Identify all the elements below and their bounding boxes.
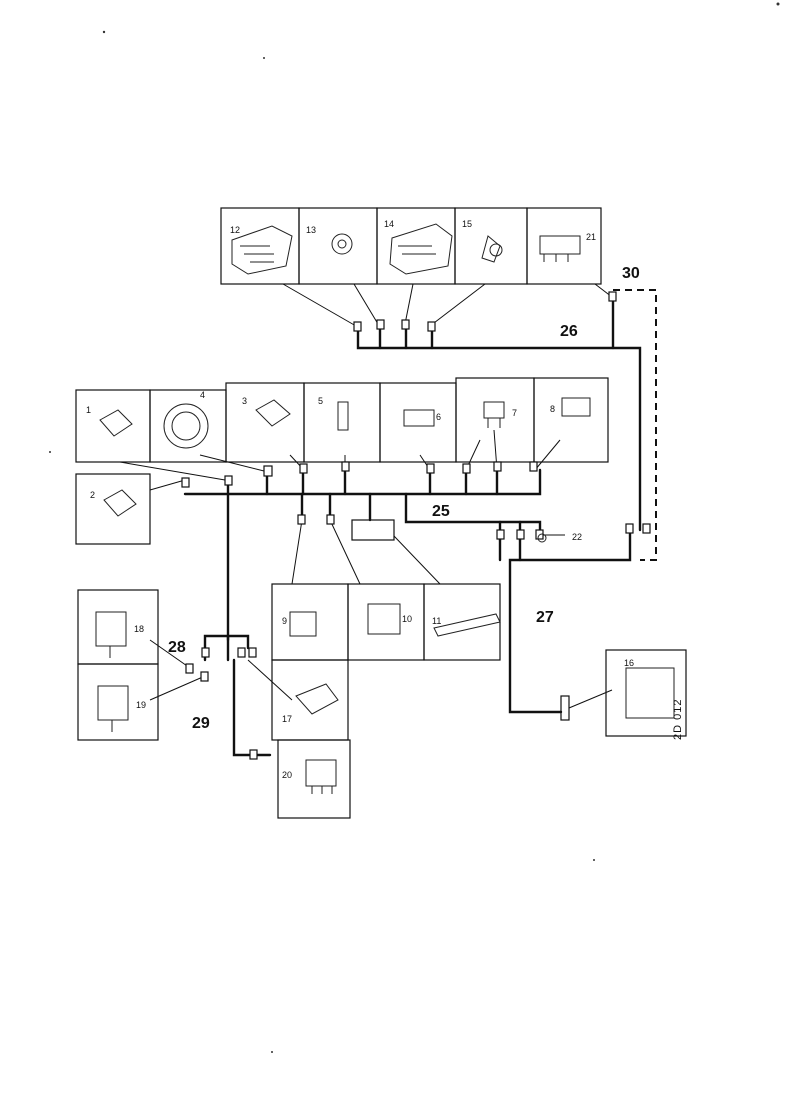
component-box-2: [75, 473, 151, 545]
label-c9: 9: [282, 616, 287, 626]
junction-box: [351, 519, 395, 541]
sensor-icon: [481, 235, 501, 263]
label-c18: 18: [134, 624, 144, 634]
harness-labels: 26 25 27 28 29 30: [168, 265, 640, 732]
harness-label-25: 25: [432, 503, 450, 520]
label-c22: 22: [572, 532, 582, 542]
label-c6: 6: [436, 412, 441, 422]
component-box-19: [77, 663, 159, 741]
label-c2: 2: [90, 490, 95, 500]
fuse-icon: [337, 401, 349, 431]
connector-plugs: [181, 291, 651, 760]
rocker-switch-icon: [103, 489, 137, 517]
relay-icon: [305, 759, 337, 787]
sensor-icon: [331, 233, 353, 255]
label-c1: 1: [86, 405, 91, 415]
component-box-6: [379, 382, 457, 463]
scan-specks: [49, 2, 780, 1053]
harness-label-27: 27: [536, 609, 554, 626]
label-c10: 10: [402, 614, 412, 624]
label-c19: 19: [136, 700, 146, 710]
label-c15: 15: [462, 219, 472, 229]
component-box-1: [75, 389, 151, 463]
label-c3: 3: [242, 396, 247, 406]
relay-icon: [561, 397, 591, 417]
component-box-20: [277, 739, 351, 819]
solenoid-icon: [95, 611, 127, 647]
valve-icon: [483, 401, 505, 428]
label-c14: 14: [384, 219, 394, 229]
relay-icon: [289, 611, 317, 637]
component-sketches: [95, 223, 675, 794]
harness-label-26: 26: [560, 323, 578, 340]
connector-27: [560, 695, 570, 721]
component-box-10: [347, 583, 425, 661]
component-box-4: [149, 389, 227, 463]
branch-leads: [119, 283, 613, 709]
harness-label-28: 28: [168, 639, 186, 656]
label-c11: 11: [432, 616, 441, 626]
terminal-strip-icon: [433, 613, 501, 637]
module-icon: [367, 603, 401, 635]
rocker-switch-icon: [255, 399, 291, 427]
control-unit-icon: [625, 667, 675, 719]
module-icon: [539, 235, 581, 255]
component-labels: 12 13 14 15 21 1 4 3 5 6 7 8 2 9 10 11 1…: [86, 219, 634, 780]
harness-label-29: 29: [192, 715, 210, 732]
label-c20: 20: [282, 770, 292, 780]
connector-icon: [403, 409, 435, 427]
label-c17: 17: [282, 714, 292, 724]
component-box-21: [526, 207, 602, 285]
label-c8: 8: [550, 404, 555, 414]
component-box-5: [303, 382, 381, 463]
gauge-icon: [163, 403, 209, 449]
label-c21: 21: [586, 232, 596, 242]
label-c13: 13: [306, 225, 316, 235]
rocker-switch-icon: [99, 409, 133, 437]
component-box-18: [77, 589, 159, 665]
label-c12: 12: [230, 225, 240, 235]
label-c5: 5: [318, 396, 323, 406]
engine-block-icon: [389, 223, 453, 275]
label-c4: 4: [200, 390, 205, 400]
plug-icon: [537, 533, 547, 543]
harness-30-dashed: [613, 289, 657, 561]
engine-block-icon: [231, 225, 293, 275]
harness-label-30: 30: [622, 265, 640, 282]
motor-icon: [295, 683, 339, 715]
component-box-8: [533, 377, 609, 463]
solenoid-icon: [97, 685, 129, 721]
component-box-17: [271, 659, 349, 741]
label-c16: 16: [624, 658, 634, 668]
drawing-code: 2D 012: [672, 698, 684, 740]
label-c7: 7: [512, 408, 517, 418]
harness-wires: [183, 295, 642, 757]
component-box-3: [225, 382, 305, 463]
